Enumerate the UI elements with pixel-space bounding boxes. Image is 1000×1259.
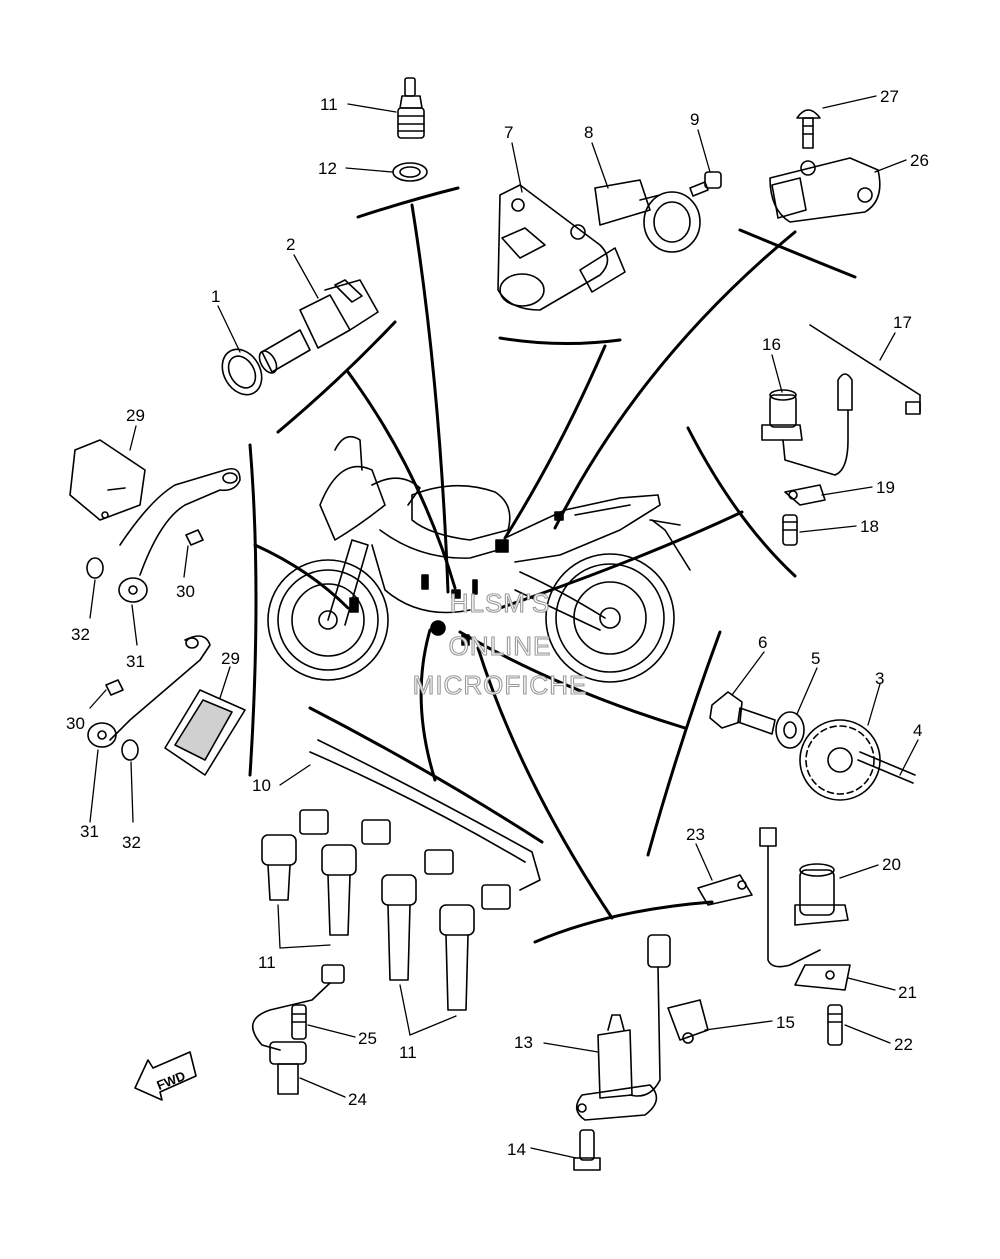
part-29-upper-drawing bbox=[69, 439, 146, 521]
part-26-drawing bbox=[291, 1004, 307, 1040]
leader-lines bbox=[253, 203, 797, 920]
label-31-upper: 31 bbox=[126, 652, 145, 671]
label-11-left: 11 bbox=[258, 953, 276, 972]
part-14-drawing bbox=[575, 934, 671, 1121]
label-7: 7 bbox=[504, 123, 513, 142]
motorcycle bbox=[267, 435, 691, 683]
label-4: 4 bbox=[913, 721, 922, 740]
label-16: 15 bbox=[776, 1013, 795, 1032]
part-9-drawing bbox=[689, 171, 722, 197]
watermark-line-1: HLSM'S bbox=[450, 588, 551, 618]
fwd-arrow-icon bbox=[134, 1051, 197, 1101]
part-15-drawing bbox=[573, 1129, 601, 1171]
label-25: 24 bbox=[348, 1090, 367, 1109]
part-31-upper-drawing bbox=[118, 467, 241, 603]
label-29-lower: 29 bbox=[221, 649, 240, 668]
part-19-drawing bbox=[782, 514, 798, 546]
label-15: 14 bbox=[507, 1140, 526, 1159]
label-8: 8 bbox=[584, 123, 593, 142]
part-1-drawing bbox=[221, 348, 263, 396]
label-17: 16 bbox=[762, 335, 781, 354]
label-3: 3 bbox=[875, 669, 884, 688]
part-6-drawing bbox=[709, 691, 776, 735]
part-31-lower-drawing bbox=[87, 635, 211, 748]
label-5: 5 bbox=[811, 649, 820, 668]
part-3-drawing bbox=[799, 719, 881, 801]
label-32-upper: 32 bbox=[71, 625, 90, 644]
label-11-right: 11 bbox=[399, 1043, 417, 1062]
label-10: 10 bbox=[252, 776, 271, 795]
group-dividers bbox=[248, 186, 857, 944]
label-32-lower: 32 bbox=[122, 833, 141, 852]
callout-labels: 11 12 2 1 7 8 9 27 26 17 16 19 18 29 30 … bbox=[66, 87, 929, 1159]
label-2: 2 bbox=[286, 235, 295, 254]
part-2-drawing bbox=[258, 279, 379, 374]
part-29-lower-drawing bbox=[164, 689, 246, 776]
bike-markers bbox=[349, 511, 564, 646]
part-30-lower-drawing bbox=[105, 679, 124, 696]
label-27: 26 bbox=[910, 151, 929, 170]
part-8-drawing bbox=[594, 179, 701, 253]
label-13: 12 bbox=[318, 159, 337, 178]
part-28-drawing bbox=[796, 109, 821, 149]
label-14: 13 bbox=[514, 1033, 533, 1052]
part-30-upper-drawing bbox=[185, 529, 204, 546]
part-27-drawing bbox=[769, 157, 881, 223]
label-23: 22 bbox=[894, 1035, 913, 1054]
label-29-upper: 29 bbox=[126, 406, 145, 425]
label-12: 11 bbox=[320, 95, 338, 114]
part-32-upper-drawing bbox=[86, 557, 104, 579]
part-16-drawing bbox=[667, 999, 709, 1044]
part-25-drawing bbox=[252, 964, 345, 1095]
label-9: 9 bbox=[690, 110, 699, 129]
label-18: 17 bbox=[893, 313, 912, 332]
label-6: 6 bbox=[758, 633, 767, 652]
label-30-upper: 30 bbox=[176, 582, 195, 601]
label-26: 25 bbox=[358, 1029, 377, 1048]
part-21-drawing bbox=[759, 827, 849, 968]
label-21: 20 bbox=[882, 855, 901, 874]
label-20: 19 bbox=[876, 478, 895, 497]
watermark-line-3: MICROFICHE bbox=[413, 670, 588, 700]
label-1: 1 bbox=[211, 287, 220, 306]
label-30-lower: 30 bbox=[66, 714, 85, 733]
part-4-drawing bbox=[857, 751, 916, 784]
watermark: HLSM'S ONLINE MICROFICHE bbox=[412, 587, 588, 700]
label-24: 23 bbox=[686, 825, 705, 844]
part-10-drawing bbox=[299, 739, 541, 910]
watermark-line-2: ONLINE bbox=[449, 631, 552, 661]
part-7-drawing bbox=[497, 184, 626, 311]
label-28: 27 bbox=[880, 87, 899, 106]
part-20-drawing bbox=[784, 484, 826, 506]
part-5-drawing bbox=[775, 711, 805, 749]
part-17-drawing bbox=[761, 373, 853, 476]
part-22-drawing bbox=[794, 964, 851, 991]
part-32-lower-drawing bbox=[121, 739, 139, 761]
label-31-lower: 31 bbox=[80, 822, 99, 841]
label-22: 21 bbox=[898, 983, 917, 1002]
callout-pointers bbox=[89, 95, 919, 1159]
part-11-coils-drawing bbox=[261, 834, 475, 1011]
label-19: 18 bbox=[860, 517, 879, 536]
part-13-drawing bbox=[392, 162, 428, 182]
part-24-drawing bbox=[697, 874, 753, 906]
part-18-drawing bbox=[809, 324, 921, 415]
part-12-drawing bbox=[397, 77, 425, 139]
part-23-drawing bbox=[827, 1004, 843, 1046]
